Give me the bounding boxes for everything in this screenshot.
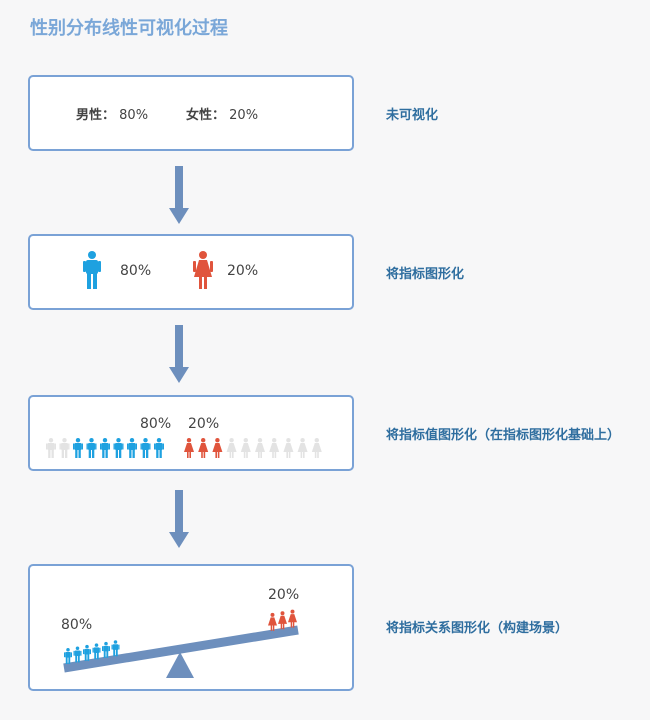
male-person-icon xyxy=(64,648,72,664)
step-box-seesaw: 80% 20% xyxy=(28,564,354,691)
female-person-icon xyxy=(212,438,223,458)
female-percent: 20% xyxy=(188,416,220,432)
step-box-icons: 80% 20% xyxy=(28,234,354,310)
male-person-icon xyxy=(73,646,82,663)
step-caption: 未可视化 xyxy=(386,108,439,123)
female-person-icon xyxy=(278,611,287,630)
male-person-icon xyxy=(111,640,120,657)
female-person-icon xyxy=(255,438,265,458)
male-person-icon xyxy=(100,438,110,458)
female-person-icon xyxy=(288,609,297,628)
male-person-icon xyxy=(154,438,164,458)
male-percent: 80% xyxy=(120,263,152,279)
male-group xyxy=(64,640,120,664)
female-person-icon xyxy=(297,438,308,458)
male-person-icon xyxy=(59,438,70,458)
female-person-icon xyxy=(198,438,209,458)
female-person-icon xyxy=(311,438,322,458)
male-icon-row xyxy=(46,438,176,458)
male-person-icon xyxy=(83,644,91,661)
page-title: 性别分布线性可视化过程 xyxy=(30,18,228,39)
male-value: 80% xyxy=(119,108,149,123)
female-icon-row xyxy=(184,438,334,458)
seesaw-scene xyxy=(63,609,299,678)
male-person-icon xyxy=(113,438,124,458)
down-arrow-icon xyxy=(169,325,189,383)
female-percent: 20% xyxy=(227,263,259,279)
step-box-text: 男性： 80% 女性： 20% xyxy=(28,75,354,151)
male-person-icon xyxy=(86,438,97,458)
male-stat: 男性： 80% xyxy=(76,104,148,123)
male-person-icon xyxy=(73,438,83,458)
male-label: 男性： xyxy=(76,108,116,123)
male-person-icon xyxy=(46,438,56,458)
male-person-icon xyxy=(83,251,101,289)
female-person-icon xyxy=(240,438,251,458)
female-label: 女性： xyxy=(186,108,226,123)
male-person-icon xyxy=(140,438,151,458)
female-group xyxy=(268,609,297,631)
female-person-icon xyxy=(184,438,194,458)
step-caption: 将指标关系图形化（构建场景） xyxy=(386,621,569,636)
female-stat: 女性： 20% xyxy=(186,104,258,123)
down-arrow-icon xyxy=(169,490,189,548)
down-arrow-icon xyxy=(169,166,189,224)
male-percent: 80% xyxy=(61,617,93,633)
male-icon-strip xyxy=(46,438,164,458)
female-person-icon xyxy=(193,251,213,289)
seesaw-plank xyxy=(63,625,299,673)
step-caption: 将指标值图形化（在指标图形化基础上） xyxy=(386,428,621,443)
female-person-icon xyxy=(226,438,237,458)
female-percent: 20% xyxy=(268,587,300,603)
male-person-icon xyxy=(92,643,101,660)
male-person-icon xyxy=(127,438,137,458)
female-value: 20% xyxy=(229,108,259,123)
step-box-value-icons: 80% 20% xyxy=(28,395,354,471)
male-person-icon xyxy=(102,641,110,658)
step-caption: 将指标图形化 xyxy=(386,267,465,282)
seesaw-fulcrum xyxy=(166,652,194,678)
female-person-icon xyxy=(269,438,280,458)
female-person-icon xyxy=(268,612,277,631)
female-icon-strip xyxy=(184,438,322,458)
male-percent: 80% xyxy=(140,416,172,432)
female-person-icon xyxy=(283,438,294,458)
